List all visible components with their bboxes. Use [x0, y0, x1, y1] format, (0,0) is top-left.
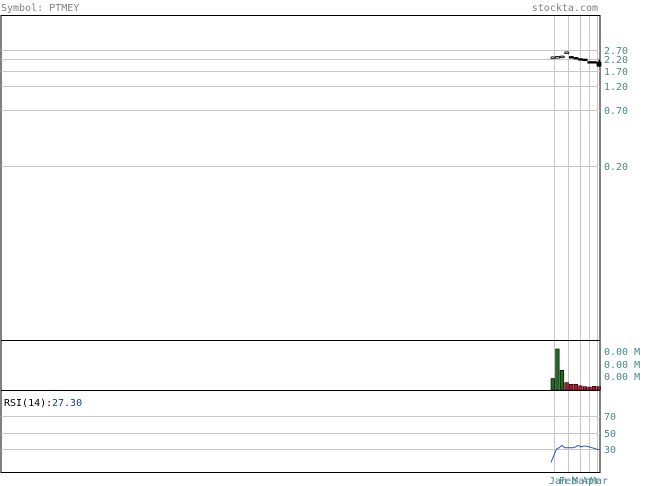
x-tick-label: Jan	[549, 476, 567, 486]
volume-bar	[559, 370, 565, 391]
price-tick-label: 1.20	[604, 82, 628, 93]
price-candle	[578, 58, 583, 61]
volume-bar	[578, 385, 583, 391]
volume-bars	[550, 348, 601, 391]
candle-body	[569, 56, 574, 59]
price-tick-label: 2.70	[604, 46, 628, 57]
x-tick-label: Mar	[590, 476, 608, 486]
candle-body	[573, 57, 579, 60]
volume-bar	[582, 386, 588, 391]
symbol-label: Symbol: PTMEY	[1, 3, 79, 14]
candle-body	[578, 58, 583, 61]
price-candle	[596, 59, 602, 67]
candle-body	[559, 55, 565, 59]
rsi-vertical-gridlines	[554, 391, 598, 472]
price-tick-label: 0.20	[604, 162, 628, 173]
candle-body	[592, 61, 597, 64]
site-name[interactable]: stockta.com	[532, 3, 598, 14]
volume-panel: 0.00 M0.00 M0.00 M	[0, 340, 640, 391]
price-candle	[559, 55, 565, 59]
x-tick-label: Apr	[582, 476, 600, 486]
candle-body	[587, 61, 593, 64]
volume-bar	[592, 386, 597, 391]
price-tick-labels: 2.702.201.70 1.20 0.70 0.20	[604, 46, 628, 173]
volume-bar	[596, 386, 601, 391]
price-candle	[555, 55, 560, 59]
price-tick-label: 1.70	[604, 67, 628, 78]
volume-tick-label: 0.00 M	[604, 360, 640, 371]
volume-bar	[587, 386, 592, 391]
rsi-tick-label: 30	[604, 445, 616, 456]
rsi-label: RSI(14):	[4, 398, 52, 409]
volume-panel-frame	[0, 340, 601, 391]
price-candle	[573, 57, 579, 60]
price-candles	[550, 51, 602, 67]
price-tick-label: 0.70	[604, 106, 628, 117]
volume-vertical-gridlines	[554, 341, 598, 390]
price-gridlines	[1, 50, 600, 167]
rsi-gridlines	[1, 416, 600, 450]
rsi-panel: RSI(14): 27.30 70 50 30	[0, 390, 616, 473]
volume-bar	[573, 383, 578, 391]
rsi-panel-frame	[0, 390, 601, 473]
rsi-tick-label: 70	[604, 412, 616, 423]
price-panel: 2.702.201.70 1.20 0.70 0.20	[0, 15, 628, 341]
volume-tick-labels: 0.00 M0.00 M0.00 M	[604, 347, 640, 383]
price-candle	[592, 61, 597, 64]
candle-body	[564, 51, 570, 54]
price-candle	[587, 61, 593, 64]
price-vertical-gridlines	[554, 16, 598, 340]
price-tick-label: 2.20	[604, 55, 628, 66]
rsi-tick-labels: 70 50 30	[604, 412, 616, 456]
price-candle	[550, 56, 556, 59]
rsi-line	[550, 444, 601, 463]
rsi-value: 27.30	[52, 398, 82, 409]
price-candle	[569, 55, 574, 59]
volume-bar	[564, 382, 569, 391]
volume-bar	[555, 348, 560, 391]
x-tick-label: Mar	[572, 476, 590, 486]
rsi-tick-label: 50	[604, 429, 616, 440]
volume-bar	[550, 378, 555, 391]
volume-bar	[569, 383, 574, 391]
candle-body	[555, 56, 560, 59]
candle-body	[550, 56, 556, 59]
candle-body	[582, 58, 588, 62]
price-candle	[582, 58, 588, 62]
price-panel-frame	[0, 15, 601, 341]
volume-tick-label: 0.00 M	[604, 347, 640, 358]
volume-tick-label: 0.00 M	[604, 372, 640, 383]
x-tick-label: Feb	[559, 476, 577, 486]
candle-body	[596, 61, 602, 67]
price-candle	[564, 51, 570, 54]
